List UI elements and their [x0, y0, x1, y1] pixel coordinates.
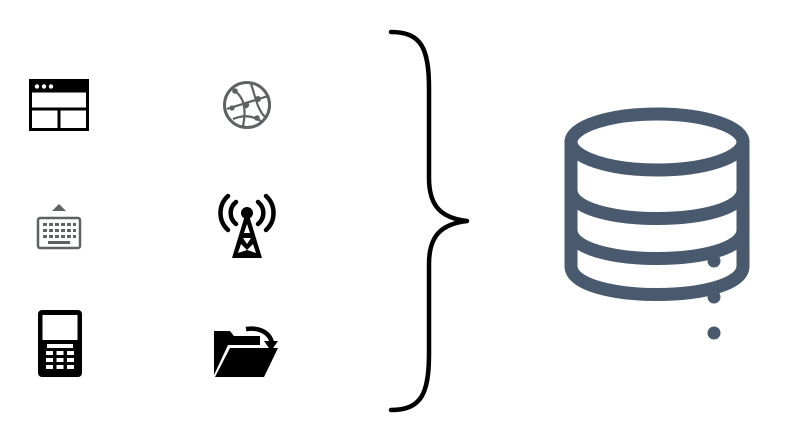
open-folder-icon: [214, 326, 278, 377]
keyboard-input-icon: [36, 204, 82, 250]
mobile-phone-icon: [38, 310, 82, 377]
continuation-dots: [707, 254, 721, 340]
browser-window-icon: [29, 79, 89, 131]
globe-network-icon: [223, 81, 271, 129]
curly-brace-icon: [388, 29, 470, 413]
database-icon: [564, 107, 750, 340]
radio-tower-icon: [218, 193, 276, 258]
